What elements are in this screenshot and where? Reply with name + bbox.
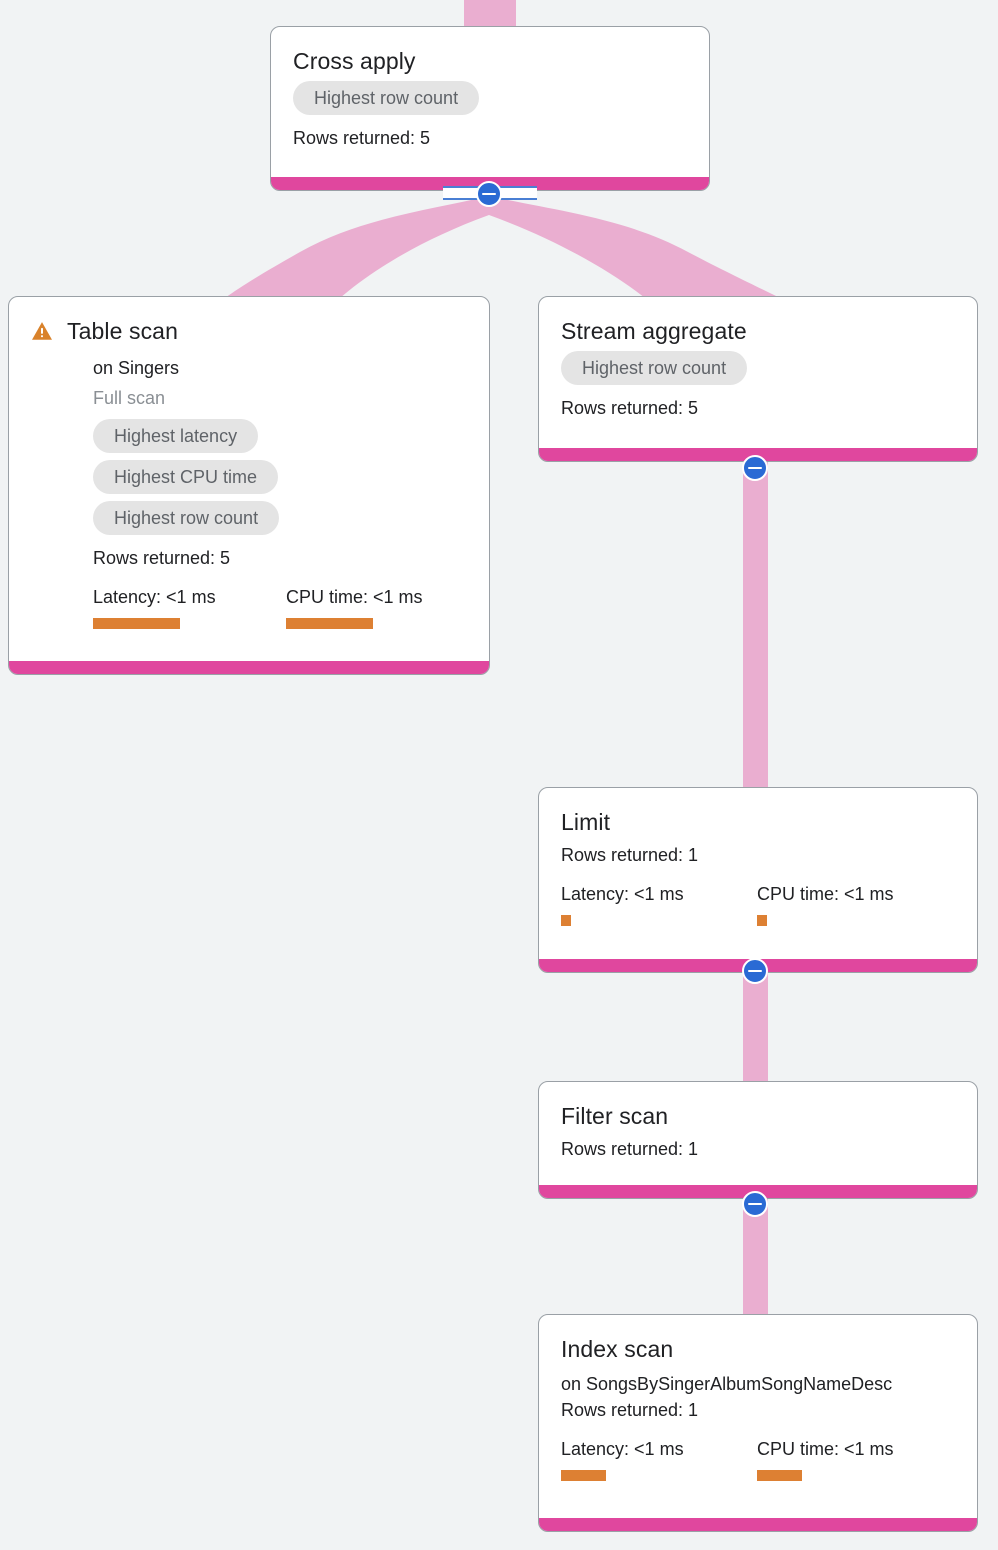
collapse-button-filter-scan[interactable] (742, 1191, 768, 1217)
node-subtitle: on SongsBySingerAlbumSongNameDesc (561, 1374, 893, 1394)
metric-latency-label: Latency: <1 ms (561, 1439, 684, 1459)
node-header: Filter scan (561, 1102, 955, 1130)
node-header: Index scan (561, 1335, 955, 1363)
node-badges: Highest latency Highest CPU time Highest… (93, 419, 467, 535)
metric-latency-label: Latency: <1 ms (561, 884, 684, 904)
node-metrics: Latency: <1 ms CPU time: <1 ms (561, 883, 955, 926)
node-metrics: Latency: <1 ms CPU time: <1 ms (93, 586, 467, 629)
node-body: Limit Rows returned: 1 Latency: <1 ms CP… (539, 788, 977, 959)
status-badge: Highest row count (293, 81, 480, 115)
metric-cpu-bar (757, 1470, 802, 1481)
node-body: Cross apply Highest row count Rows retur… (271, 27, 709, 177)
plan-node-cross-apply[interactable]: Cross apply Highest row count Rows retur… (270, 26, 710, 191)
metric-cpu: CPU time: <1 ms (757, 883, 894, 926)
metric-cpu-bar (757, 915, 767, 926)
minus-icon (748, 1202, 762, 1206)
plan-node-stream-aggregate[interactable]: Stream aggregate Highest row count Rows … (538, 296, 978, 462)
edge-cross-apply-to-stream-aggregate (489, 196, 780, 298)
collapse-button-limit[interactable] (742, 958, 768, 984)
metric-cpu: CPU time: <1 ms (286, 586, 423, 629)
plan-node-index-scan[interactable]: Index scan on SongsBySingerAlbumSongName… (538, 1314, 978, 1532)
metric-latency-bar (561, 915, 571, 926)
node-title: Index scan (561, 1336, 674, 1362)
rows-returned: Rows returned: 1 (561, 845, 699, 865)
node-header: Stream aggregate (561, 317, 955, 345)
node-accent-bar (9, 661, 489, 674)
status-badge-cpu: Highest CPU time (93, 460, 279, 494)
node-accent-bar (539, 1518, 977, 1531)
rows-returned: Rows returned: 1 (561, 1400, 699, 1420)
rows-returned: Rows returned: 5 (293, 128, 431, 148)
rows-returned: Rows returned: 1 (561, 1139, 699, 1159)
minus-icon (482, 192, 496, 196)
plan-node-limit[interactable]: Limit Rows returned: 1 Latency: <1 ms CP… (538, 787, 978, 973)
node-title: Filter scan (561, 1103, 669, 1129)
metric-latency: Latency: <1 ms (561, 1438, 757, 1481)
metric-cpu-label: CPU time: <1 ms (757, 884, 894, 904)
node-title: Limit (561, 809, 611, 835)
plan-node-table-scan[interactable]: Table scan on Singers Full scan Highest … (8, 296, 490, 675)
metric-latency-bar (561, 1470, 606, 1481)
collapse-button-stream-aggregate[interactable] (742, 455, 768, 481)
node-title: Cross apply (293, 48, 416, 74)
node-subtitle: on Singers (93, 358, 180, 378)
node-header: Limit (561, 808, 955, 836)
plan-node-filter-scan[interactable]: Filter scan Rows returned: 1 (538, 1081, 978, 1199)
metric-cpu-label: CPU time: <1 ms (286, 587, 423, 607)
node-body: Stream aggregate Highest row count Rows … (539, 297, 977, 448)
status-badge: Highest row count (561, 351, 748, 385)
metric-cpu: CPU time: <1 ms (757, 1438, 894, 1481)
metric-latency-bar (93, 618, 180, 629)
status-badge-rows: Highest row count (93, 501, 280, 535)
rows-returned: Rows returned: 5 (93, 548, 231, 568)
node-scan-type: Full scan (93, 388, 166, 408)
minus-icon (748, 969, 762, 973)
node-badges: Highest row count (293, 81, 687, 115)
node-header: Table scan (31, 317, 467, 345)
node-title: Stream aggregate (561, 318, 747, 344)
edge-cross-apply-to-table-scan (225, 196, 489, 298)
node-body: Index scan on SongsBySingerAlbumSongName… (539, 1315, 977, 1518)
minus-icon (748, 466, 762, 470)
warning-icon (32, 322, 52, 340)
metric-latency: Latency: <1 ms (561, 883, 757, 926)
node-body: Table scan on Singers Full scan Highest … (9, 297, 489, 661)
metric-latency-label: Latency: <1 ms (93, 587, 216, 607)
rows-returned: Rows returned: 5 (561, 398, 699, 418)
metric-latency: Latency: <1 ms (93, 586, 286, 629)
metric-cpu-bar (286, 618, 373, 629)
edge-stream-aggregate-to-limit (743, 462, 768, 787)
collapse-button-cross-apply[interactable] (476, 181, 502, 207)
node-metrics: Latency: <1 ms CPU time: <1 ms (561, 1438, 955, 1481)
edge-into-cross-apply (464, 0, 516, 28)
node-header: Cross apply (293, 47, 687, 75)
status-badge-latency: Highest latency (93, 419, 259, 453)
node-body: Filter scan Rows returned: 1 (539, 1082, 977, 1185)
metric-cpu-label: CPU time: <1 ms (757, 1439, 894, 1459)
node-badges: Highest row count (561, 351, 955, 385)
node-accent-bar (539, 448, 977, 461)
node-detail-block: on Singers Full scan Highest latency Hig… (31, 353, 467, 629)
node-title: Table scan (67, 318, 178, 344)
